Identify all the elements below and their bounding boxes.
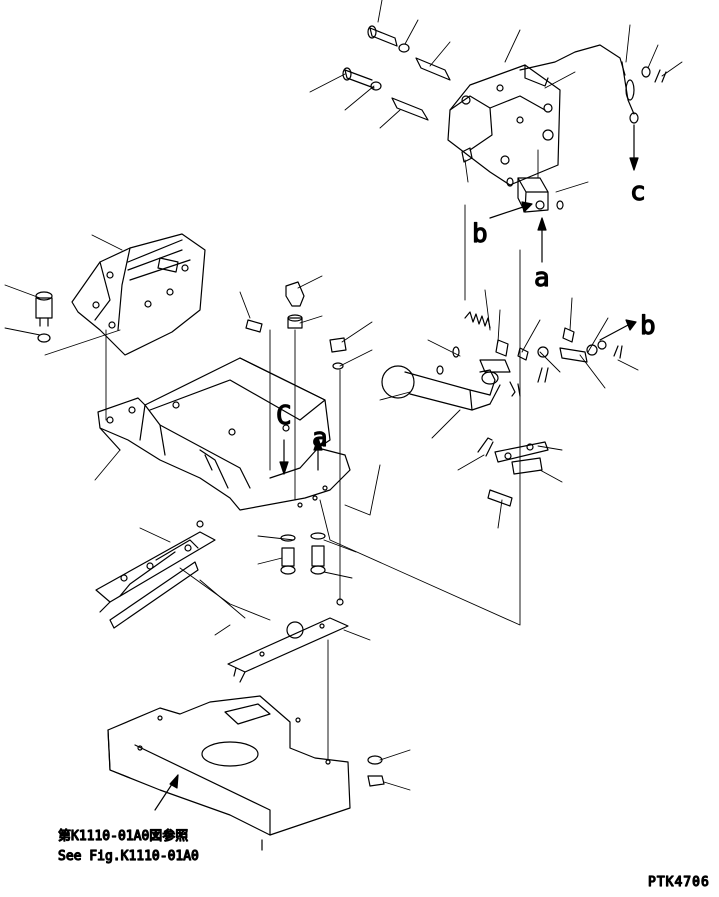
centerlines xyxy=(105,149,539,761)
callout-b-mid: b xyxy=(472,219,488,249)
center-fasteners xyxy=(245,281,347,575)
callout-c-center: C xyxy=(276,401,292,431)
callout-b-right: b xyxy=(640,311,656,341)
callout-a-mid: a xyxy=(534,263,550,293)
left-upper-bracket xyxy=(35,233,206,356)
control-lever-assembly xyxy=(381,311,623,507)
upper-lever-bracket xyxy=(342,25,667,213)
center-lower-rail xyxy=(227,598,349,683)
drawing-id: PTK4706 xyxy=(648,875,710,890)
left-lower-rails xyxy=(95,520,216,629)
reference-note-en: See Fig.K1110-01A0 xyxy=(58,849,199,864)
callout-a-center: a xyxy=(312,423,328,453)
floor-plate xyxy=(107,695,385,851)
leader-lines xyxy=(4,0,683,791)
callout-c-top: c xyxy=(630,177,646,207)
reference-note-jp: 第K1110-01A0図参照 xyxy=(58,828,188,844)
flow-arrows xyxy=(154,124,639,811)
